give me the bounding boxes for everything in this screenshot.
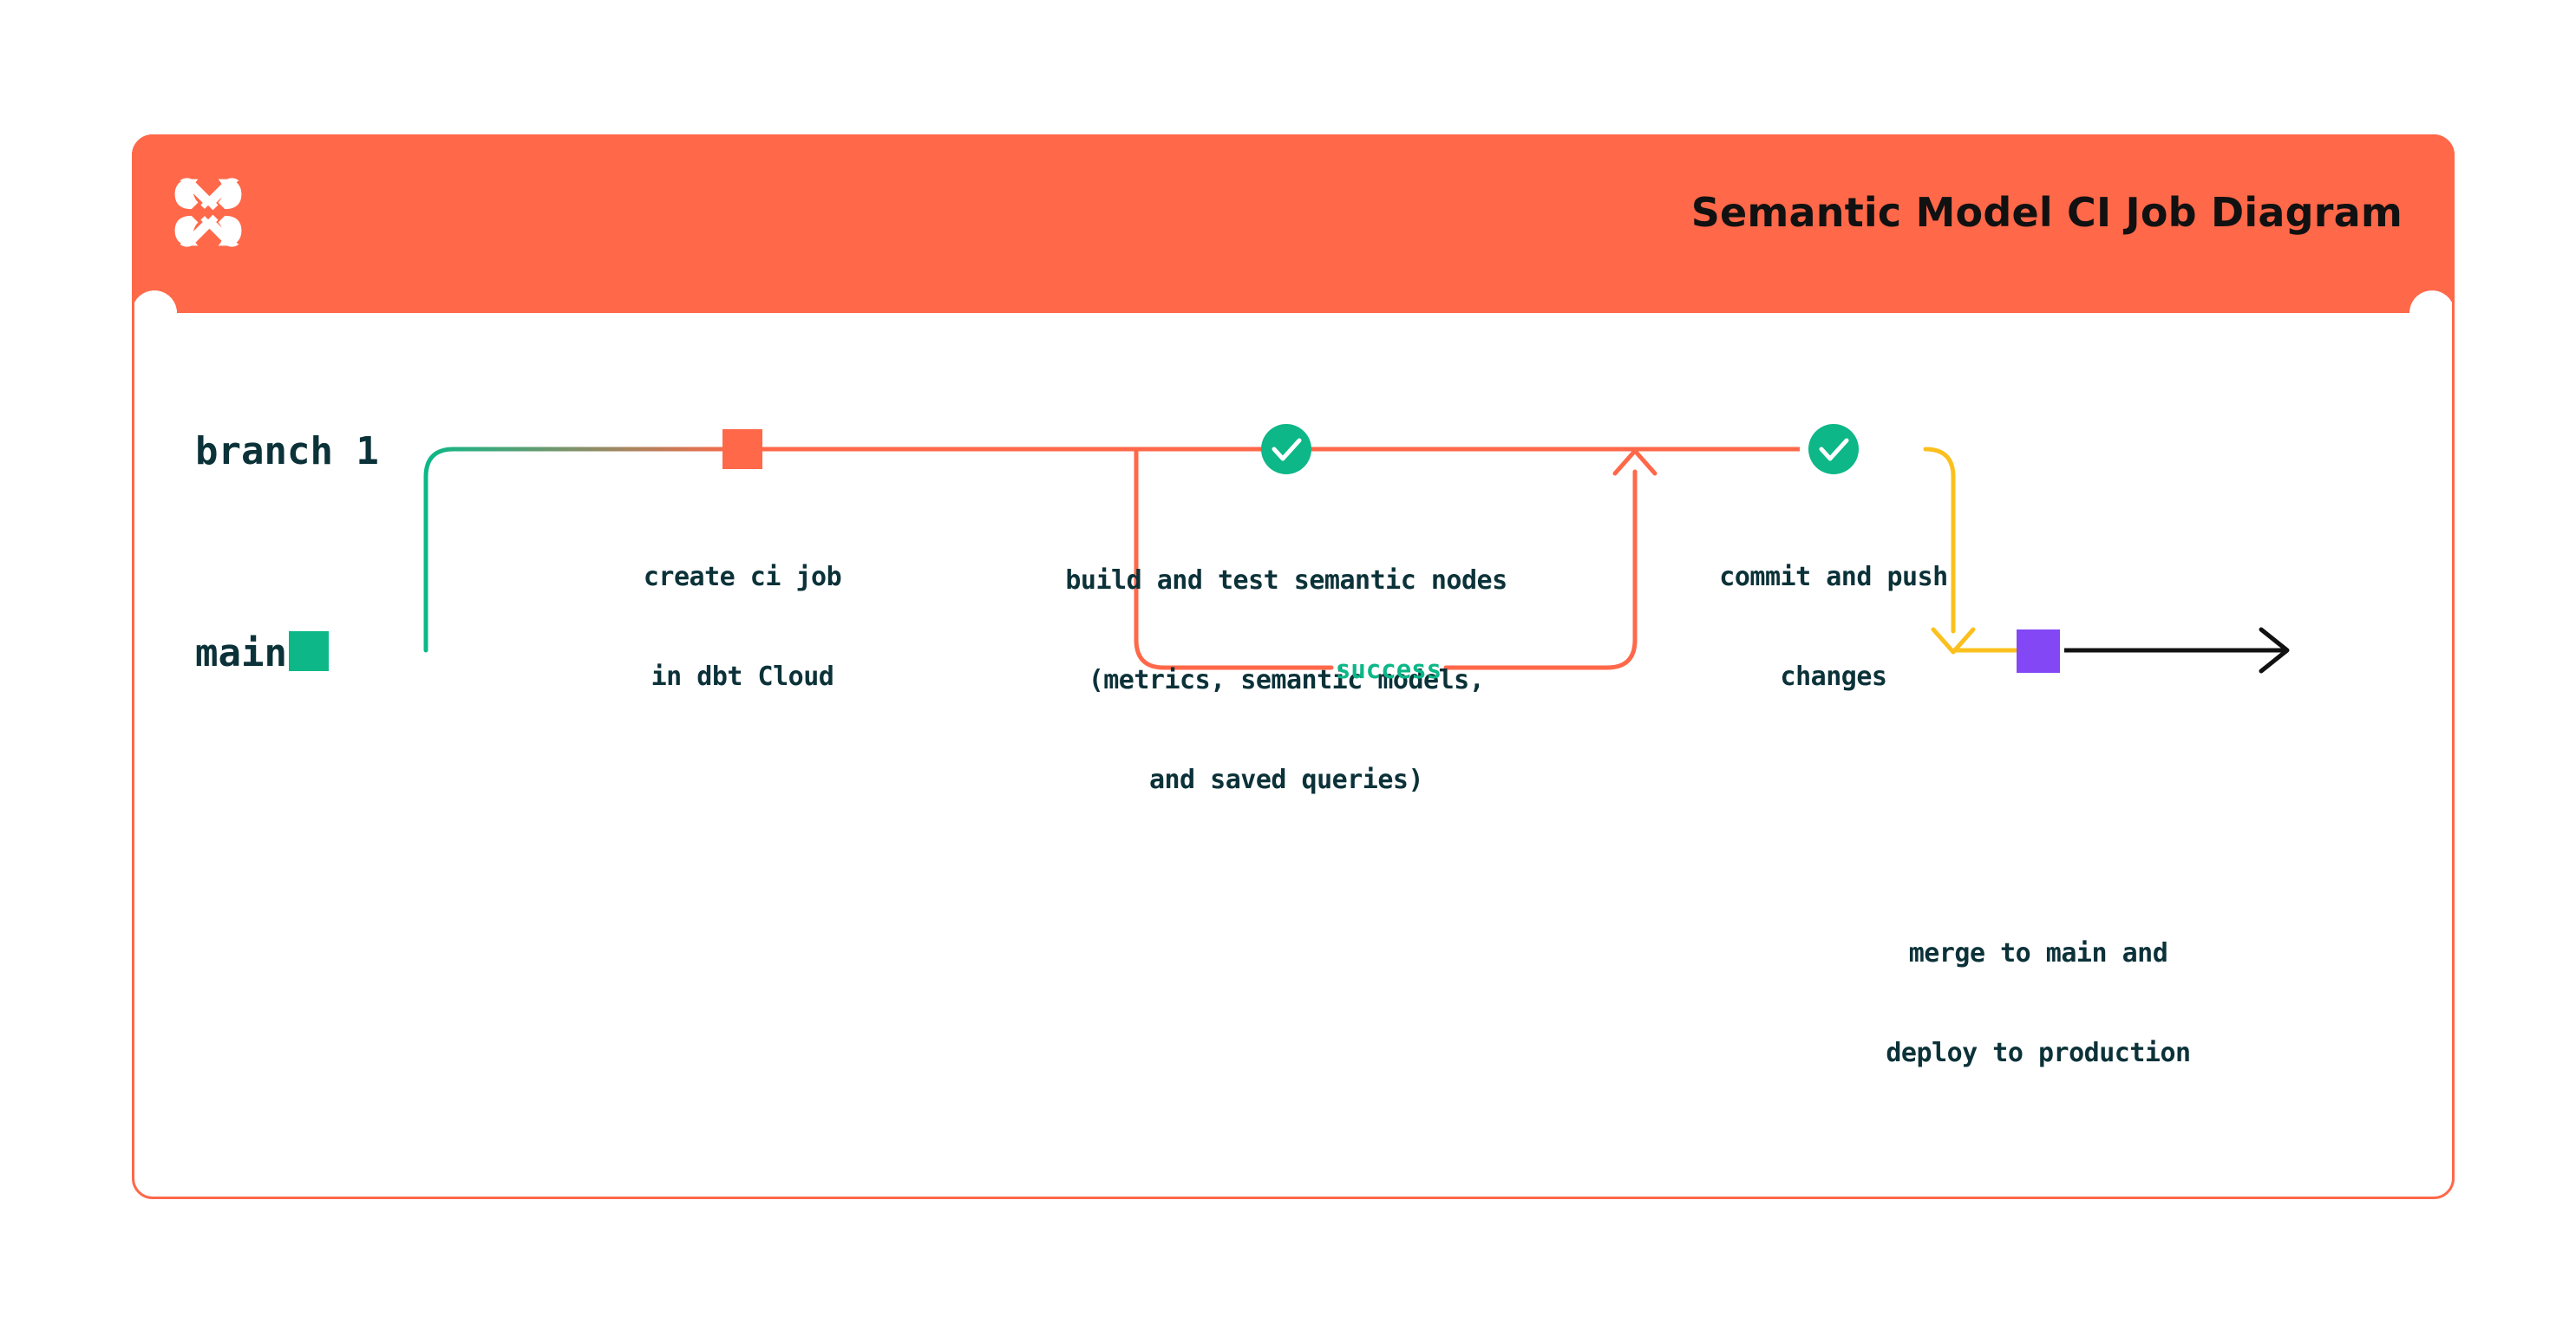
caption-line: and saved queries) bbox=[1148, 765, 1424, 796]
main-start-node[interactable] bbox=[289, 631, 329, 671]
caption-line: build and test semantic nodes bbox=[1065, 564, 1507, 596]
dbt-logo-icon bbox=[167, 171, 250, 254]
caption-build-and-test: build and test semantic nodes (metrics, … bbox=[1026, 498, 1546, 864]
caption-create-ci-job: create ci job in dbt Cloud bbox=[586, 494, 899, 760]
caption-line: merge to main and bbox=[1908, 937, 2168, 969]
caption-commit-and-push: commit and push changes bbox=[1617, 494, 2050, 760]
diagram-card: Semantic Model CI Job Diagram bbox=[132, 134, 2455, 1199]
node-commit-and-push[interactable] bbox=[1808, 424, 1859, 474]
diagram-graphics bbox=[289, 424, 2290, 674]
branch-label-branch-1: branch 1 bbox=[195, 429, 379, 473]
node-create-ci-job[interactable] bbox=[722, 429, 762, 469]
card-header: Semantic Model CI Job Diagram bbox=[132, 134, 2455, 290]
continuation-arrowhead bbox=[2259, 627, 2290, 674]
caption-line: changes bbox=[1780, 661, 1887, 692]
caption-line: commit and push bbox=[1719, 561, 1948, 592]
caption-line: deploy to production bbox=[1886, 1037, 2191, 1068]
merge-arrow-path bbox=[1923, 447, 2017, 655]
check-icon bbox=[1819, 438, 1849, 461]
success-loop-label: success bbox=[1335, 655, 1442, 684]
caption-merge-to-main: merge to main and deploy to production bbox=[1787, 871, 2290, 1137]
node-merge-to-main[interactable] bbox=[2017, 629, 2060, 673]
caption-line: create ci job bbox=[643, 561, 842, 592]
caption-line: (metrics, semantic models, bbox=[1088, 664, 1485, 695]
diagram-canvas: branch 1 main create ci job in dbt Cloud… bbox=[134, 293, 2452, 1197]
page-title: Semantic Model CI Job Diagram bbox=[1690, 189, 2403, 236]
caption-line: in dbt Cloud bbox=[651, 661, 834, 692]
node-build-and-test[interactable] bbox=[1261, 424, 1311, 474]
main-continuation-arrow bbox=[2064, 627, 2290, 674]
branch-split-path bbox=[423, 447, 744, 653]
success-loop-arrowhead bbox=[1612, 448, 1657, 476]
success-loop-path bbox=[1134, 447, 1657, 670]
branch-label-main: main bbox=[195, 631, 287, 675]
check-icon bbox=[1272, 438, 1302, 461]
